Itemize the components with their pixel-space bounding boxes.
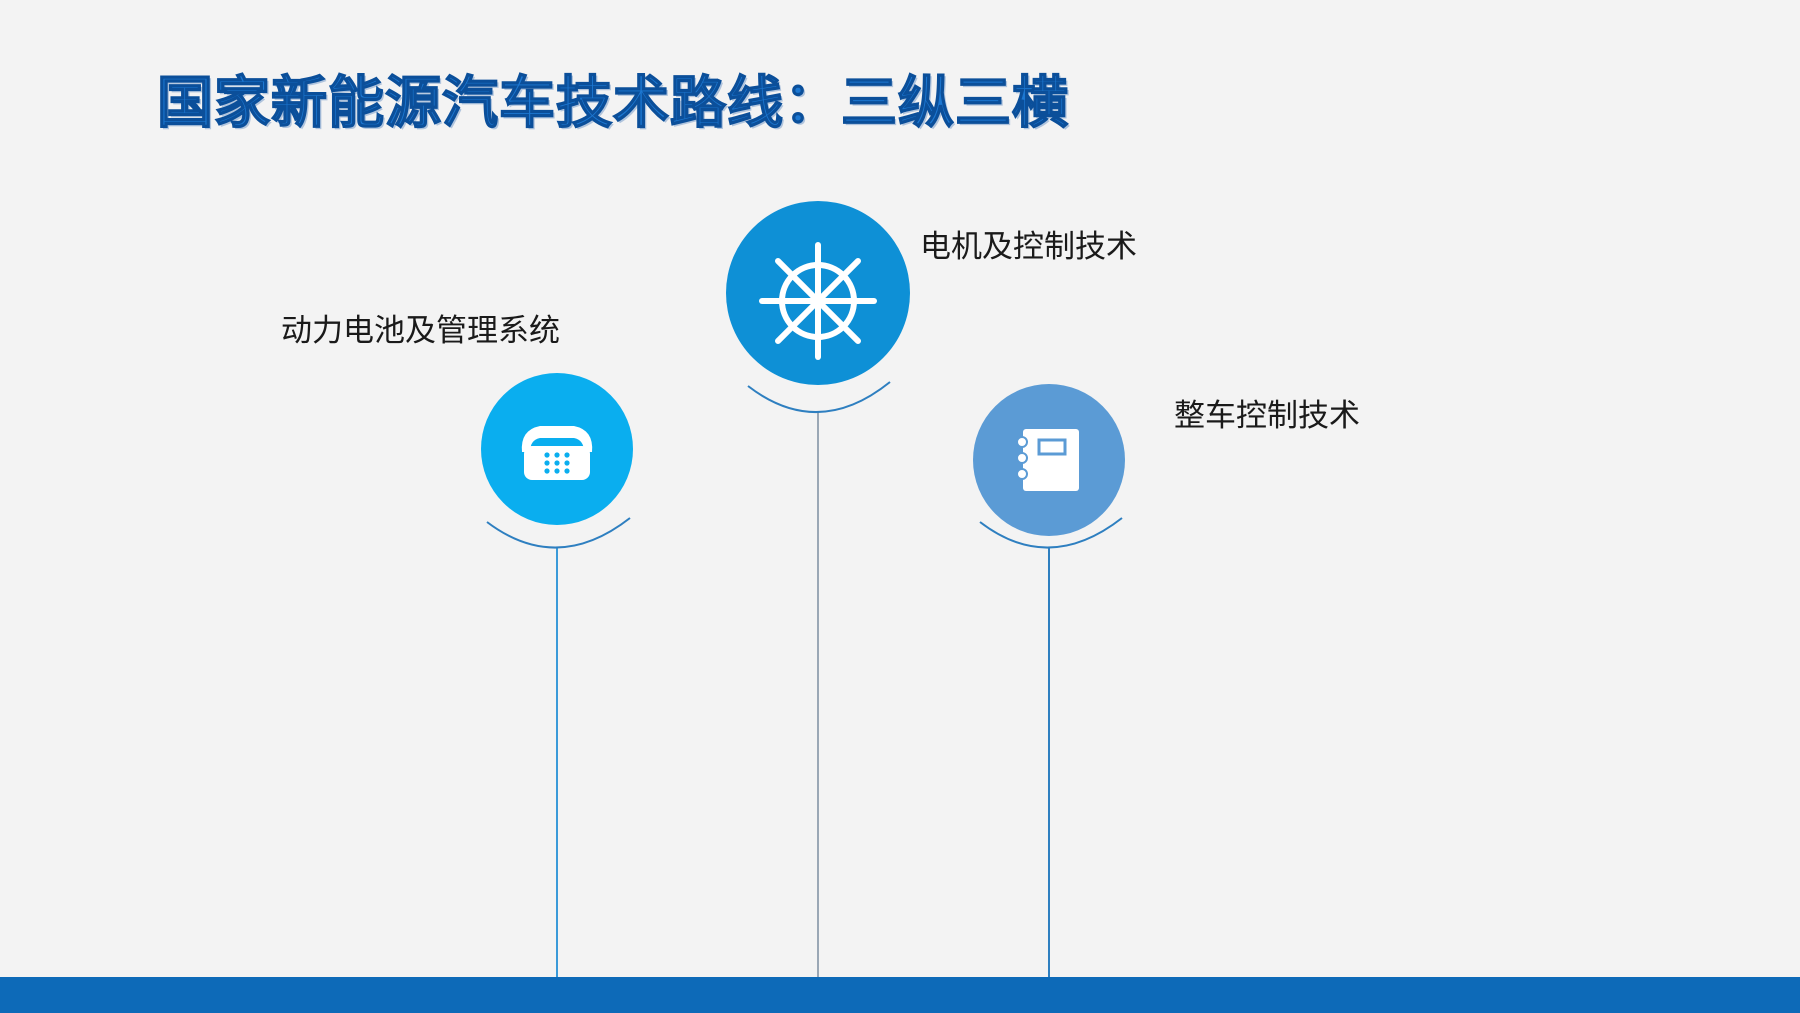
ship-wheel-icon [759, 242, 877, 360]
footer-bar [0, 977, 1800, 1013]
pillar-label-battery: 动力电池及管理系统 [281, 313, 560, 349]
slide-title: 国家新能源汽车技术路线：三纵三横 [156, 70, 1069, 137]
telephone-icon [521, 426, 593, 480]
arc-motor [747, 381, 891, 413]
pillar-label-motor: 电机及控制技术 [920, 229, 1137, 265]
arc-vehicle [979, 517, 1123, 549]
pillar-battery-node [481, 373, 633, 525]
notebook-icon [1016, 429, 1079, 491]
pillar-label-vehicle: 整车控制技术 [1174, 398, 1360, 434]
pillar-motor-node [726, 201, 910, 385]
arc-battery [486, 517, 631, 549]
pillar-vehicle-node [973, 384, 1125, 536]
